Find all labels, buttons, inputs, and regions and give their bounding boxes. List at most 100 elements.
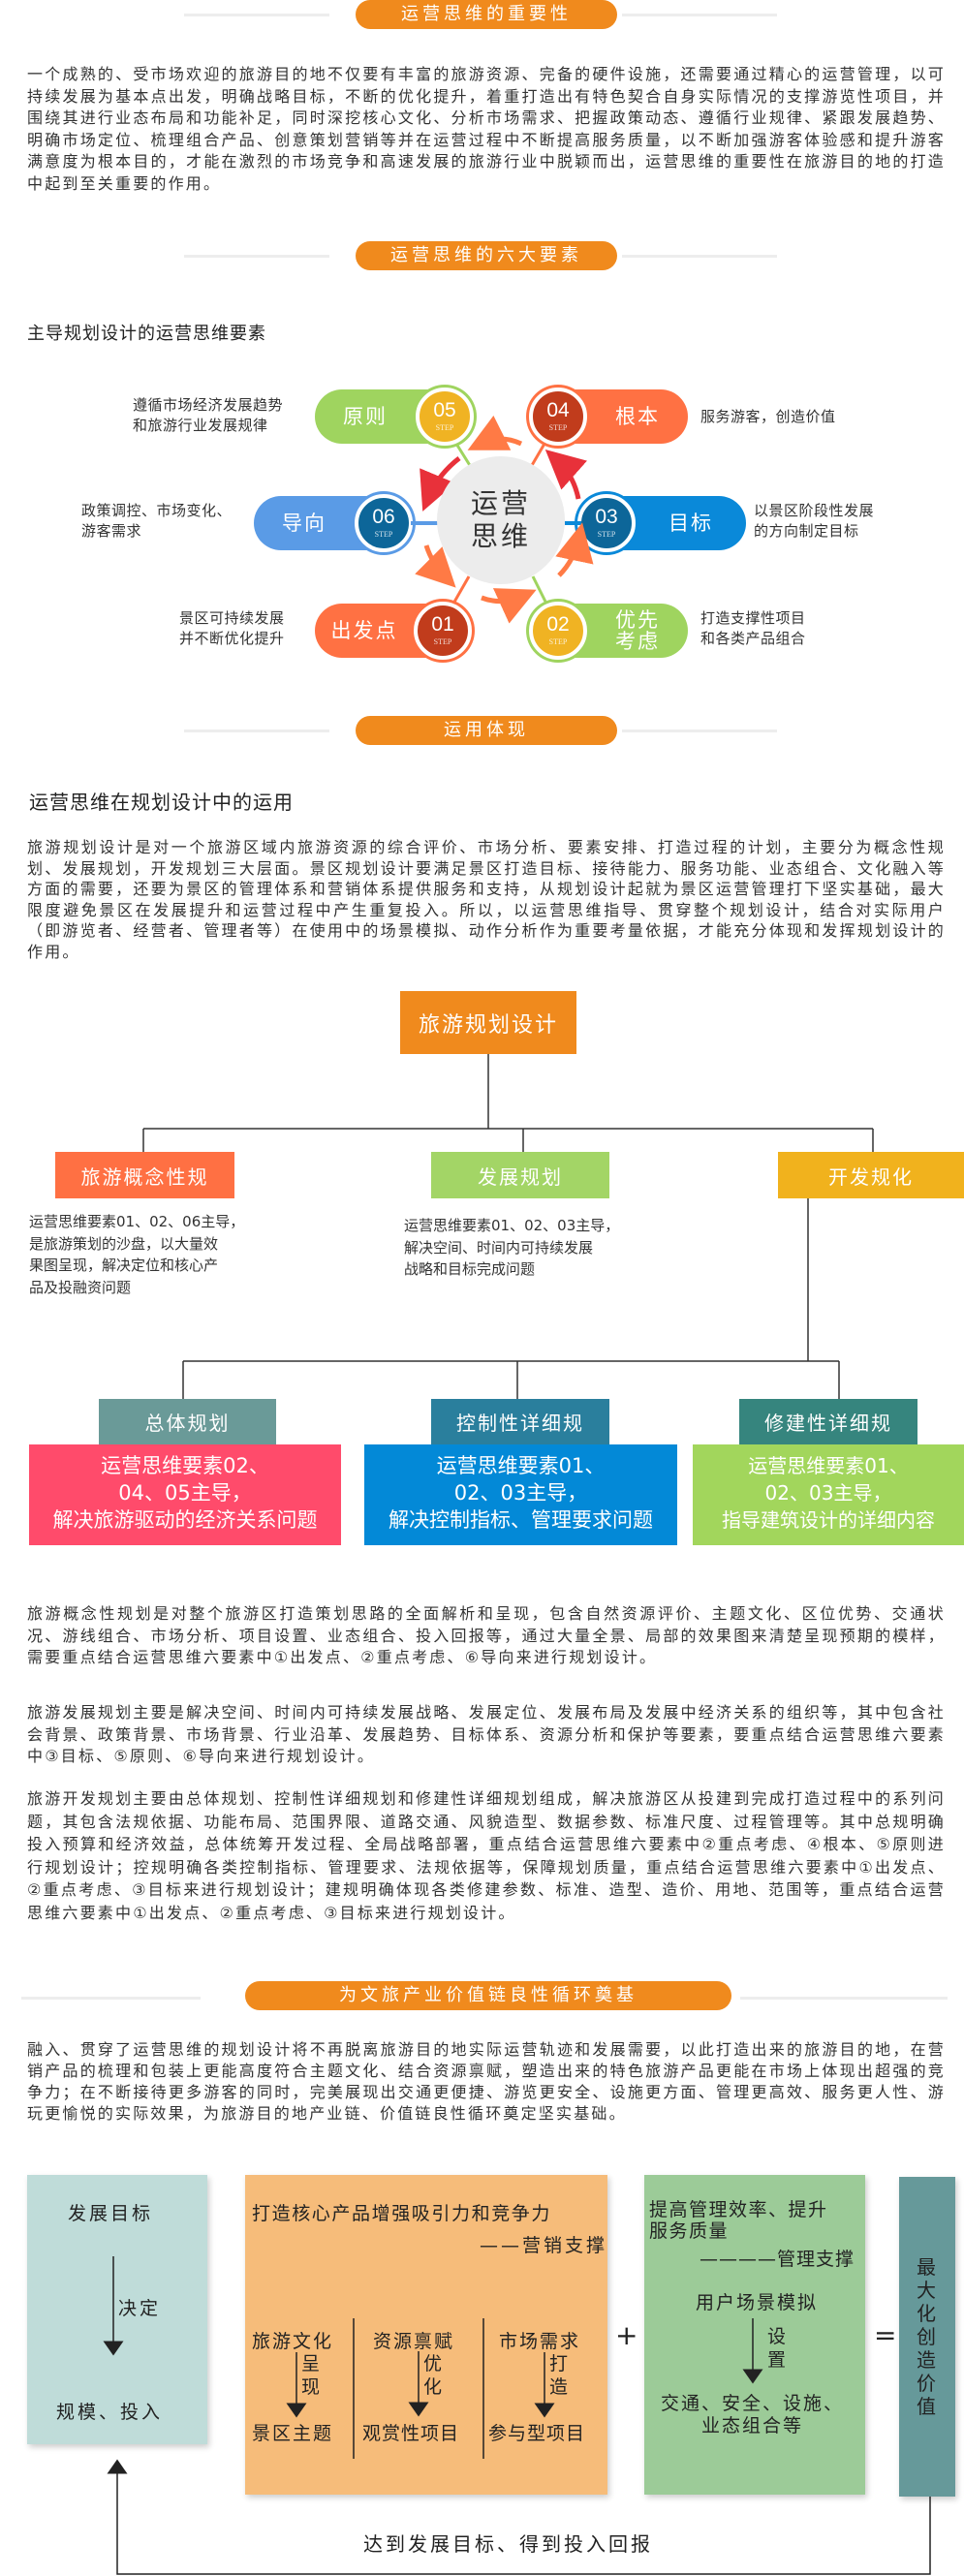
label-line: 优先 bbox=[615, 608, 660, 632]
element-label: 导向 bbox=[282, 512, 327, 535]
desc-line: 和旅游行业发展规律 bbox=[133, 417, 268, 434]
result-text: 最大化创造价值 bbox=[917, 2255, 936, 2418]
cycle-arrow-top bbox=[467, 415, 523, 450]
element-desc-priority: 打造支撑性项目和各类产品组合 bbox=[700, 608, 806, 649]
column-from: 旅游文化 bbox=[252, 2331, 334, 2352]
construction-plan-desc: 运营思维要素01、 02、03主导， 指导建筑设计的详细内容 bbox=[693, 1444, 964, 1545]
verb-char: 现 bbox=[301, 2376, 321, 2398]
desc-line: 和各类产品组合 bbox=[700, 630, 806, 647]
column-from: 资源禀赋 bbox=[373, 2331, 455, 2352]
desc-line: 04、05主导， bbox=[118, 1481, 252, 1505]
verb-char: 置 bbox=[767, 2349, 787, 2371]
step-number: 03 bbox=[595, 506, 618, 528]
header-divider-right bbox=[622, 729, 777, 732]
desc-line: 运营思维要素01、 bbox=[436, 1454, 606, 1477]
header-divider-right bbox=[622, 255, 777, 258]
verb-char: 造 bbox=[549, 2376, 569, 2398]
connector-root bbox=[529, 443, 546, 468]
header-divider-left bbox=[184, 14, 329, 16]
to-line: 业态组合等 bbox=[701, 2415, 804, 2436]
header-divider-left bbox=[21, 1997, 201, 2000]
cycle-arrow-lower-left bbox=[415, 544, 456, 588]
tree-node-development-planning: 发展规划 bbox=[431, 1152, 609, 1198]
tree-node-regulatory-plan: 控制性详细规 bbox=[431, 1399, 609, 1444]
step-number: 01 bbox=[431, 613, 454, 636]
marketing-support-label: ——营销支撑 bbox=[480, 2235, 608, 2256]
connector-priority bbox=[531, 575, 548, 605]
desc-line: 品及投融资问题 bbox=[29, 1278, 132, 1296]
step-label: STEP bbox=[548, 637, 568, 646]
goal-box-top: 发展目标 bbox=[68, 2203, 154, 2224]
importance-paragraph: 一个成熟的、受市场欢迎的旅游目的地不仅要有丰富的旅游资源、完备的硬件设施，还需要… bbox=[27, 65, 946, 193]
tree-node-concept-planning: 旅游概念性规 bbox=[55, 1152, 234, 1198]
step-number: 06 bbox=[372, 506, 395, 528]
element-label: 原则 bbox=[343, 405, 388, 428]
desc-line: 景区可持续发展 bbox=[179, 609, 285, 627]
result-box bbox=[899, 2177, 955, 2497]
management-box-title: 提高管理效率、提升服务质量 bbox=[649, 2199, 828, 2242]
title-line: 提高管理效率、提升 bbox=[649, 2199, 828, 2220]
connector-start bbox=[451, 575, 471, 605]
development-planning-desc: 运营思维要素01、02、03主导， 解决空间、时间内可持续发展 战略和目标完成问… bbox=[404, 1215, 619, 1281]
value-chain-paragraph: 融入、贯穿了运营思维的规划设计将不再脱离旅游目的地实际运营轨迹和发展需要，以此打… bbox=[27, 2040, 946, 2123]
desc-line: 打造支撑性项目 bbox=[700, 609, 806, 627]
desc-line: 02、03主导， bbox=[764, 1481, 892, 1505]
cycle-arrow-lower-right bbox=[555, 522, 594, 577]
verb-char: 呈 bbox=[301, 2353, 321, 2374]
step-label: STEP bbox=[435, 423, 454, 432]
element-label: 根本 bbox=[615, 405, 660, 428]
goal-box-bottom: 规模、投入 bbox=[56, 2402, 164, 2423]
desc-line: 解决空间、时间内可持续发展 bbox=[404, 1238, 594, 1257]
desc-line: 运营思维要素02、 bbox=[101, 1454, 269, 1477]
concept-planning-desc: 运营思维要素01、02、06主导， 是旅游策划的沙盘，以大量效 果图呈现，解决定… bbox=[29, 1211, 244, 1298]
element-desc-guide: 政策调控、市场变化、游客需求 bbox=[81, 501, 232, 542]
element-label: 出发点 bbox=[330, 619, 398, 642]
desc-line: 指导建筑设计的详细内容 bbox=[722, 1508, 935, 1532]
center-text-line: 运营 bbox=[470, 487, 531, 519]
regulatory-plan-desc: 运营思维要素01、 02、03主导， 解决控制指标、管理要求问题 bbox=[364, 1444, 677, 1545]
verb-char: 优 bbox=[423, 2353, 443, 2374]
header-divider-left bbox=[184, 729, 329, 732]
desc-line: 游客需求 bbox=[81, 522, 142, 540]
verb-char: 设 bbox=[767, 2326, 787, 2347]
column-to: 景区主题 bbox=[252, 2423, 334, 2444]
goal-box bbox=[27, 2175, 207, 2444]
column-from: 市场需求 bbox=[499, 2331, 581, 2352]
management-support-label: ————管理支撑 bbox=[700, 2249, 855, 2270]
element-desc-root: 服务游客，创造价值 bbox=[700, 407, 836, 427]
six-elements-subtitle: 主导规划设计的运营思维要素 bbox=[27, 324, 266, 344]
desc-line: 战略和目标完成问题 bbox=[404, 1260, 536, 1278]
development-planning-paragraph: 旅游发展规划主要是解决空间、时间内可持续发展战略、发展定位、发展布局及发展中经济… bbox=[27, 1703, 946, 1765]
exploitation-planning-paragraph: 旅游开发规划主要由总体规划、控制性详细规划和修建性详细规划组成，解决旅游区从投建… bbox=[27, 1789, 946, 1922]
verb-char: 打 bbox=[549, 2353, 569, 2374]
desc-line: 解决控制指标、管理要求问题 bbox=[389, 1508, 653, 1532]
desc-line: 的方向制定目标 bbox=[754, 522, 859, 540]
column-verb: 优化 bbox=[423, 2352, 445, 2399]
section-header-value-chain: 为文旅产业价值链良性循环奠基 bbox=[245, 1981, 731, 2010]
step-label: STEP bbox=[433, 637, 452, 646]
tree-node-master-plan: 总体规划 bbox=[99, 1399, 276, 1444]
tree-node-construction-plan: 修建性详细规 bbox=[739, 1399, 917, 1444]
element-desc-principle: 遵循市场经济发展趋势和旅游行业发展规律 bbox=[133, 395, 283, 436]
center-circle: 运营 思维 bbox=[437, 456, 565, 584]
step-label: STEP bbox=[597, 530, 616, 539]
management-verb: 设置 bbox=[767, 2325, 789, 2372]
to-line: 交通、安全、设施、 bbox=[661, 2393, 845, 2414]
desc-line: 02、03主导， bbox=[453, 1481, 588, 1505]
marketing-box bbox=[245, 2175, 607, 2495]
element-label: 优先考虑 bbox=[587, 604, 688, 658]
application-subtitle: 运营思维在规划设计中的运用 bbox=[29, 791, 294, 814]
desc-line: 遵循市场经济发展趋势 bbox=[133, 396, 284, 414]
desc-line: 运营思维要素01、02、06主导， bbox=[29, 1213, 245, 1230]
header-divider-right bbox=[740, 1997, 948, 2000]
connector-principle bbox=[454, 443, 473, 468]
